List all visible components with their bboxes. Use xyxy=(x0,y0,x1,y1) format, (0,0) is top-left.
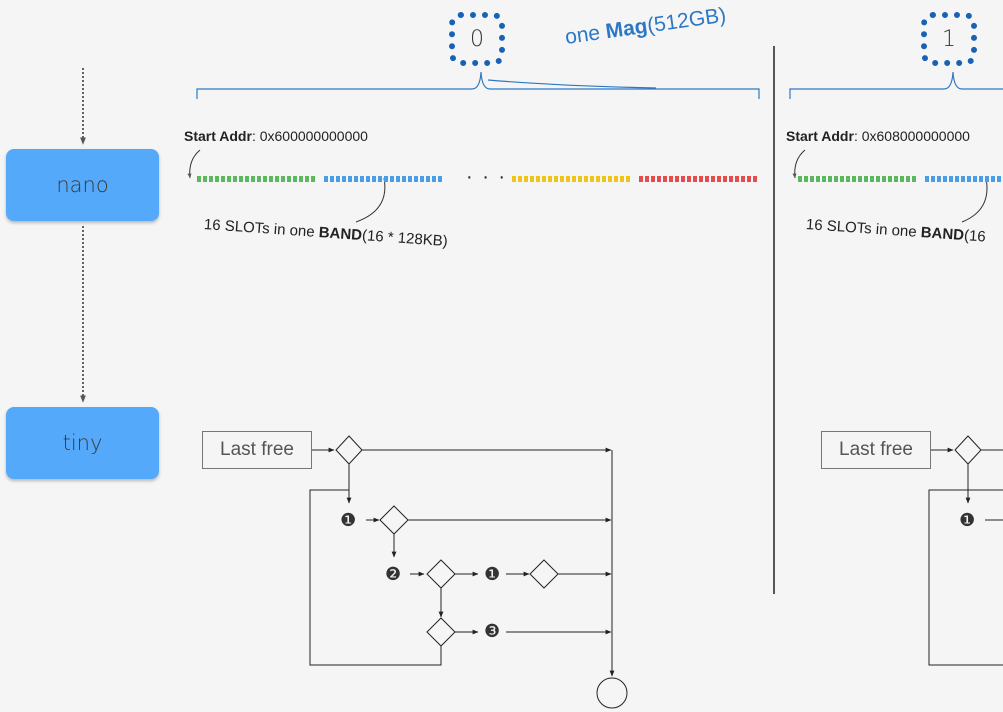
step-marker-1: ❶ xyxy=(340,510,357,530)
start-addr-pointer-0 xyxy=(187,149,201,179)
last-free-box-0: Last free xyxy=(202,431,312,469)
step-marker-2: ❷ xyxy=(385,564,402,584)
start-addr-0: Start Addr: 0x600000000000 xyxy=(184,128,368,144)
tiny-label: tiny xyxy=(62,431,103,455)
tiny-level-box: tiny xyxy=(6,407,159,479)
step-marker-1-mag1: ❶ xyxy=(959,510,976,530)
band-ellipsis: · · · xyxy=(466,166,508,188)
start-addr-1: Start Addr: 0x608000000000 xyxy=(786,128,970,144)
mag-bracket-1 xyxy=(789,71,1003,99)
mag-bracket-0 xyxy=(196,71,760,99)
tiny-flowchart-1 xyxy=(928,435,1003,666)
tiny-flowchart-0 xyxy=(309,435,628,709)
nano-label: nano xyxy=(56,173,109,197)
band-pointer-1 xyxy=(961,177,988,223)
magazine-index-1: 1 xyxy=(921,12,977,66)
start-addr-pointer-1 xyxy=(792,149,806,179)
step-marker-1b: ❶ xyxy=(484,564,501,584)
last-free-box-1: Last free xyxy=(821,431,931,469)
band-pointer-0 xyxy=(355,177,386,223)
step-marker-3: ❸ xyxy=(484,621,501,641)
magazine-index-0: 0 xyxy=(449,12,505,66)
nano-level-box: nano xyxy=(6,149,159,221)
